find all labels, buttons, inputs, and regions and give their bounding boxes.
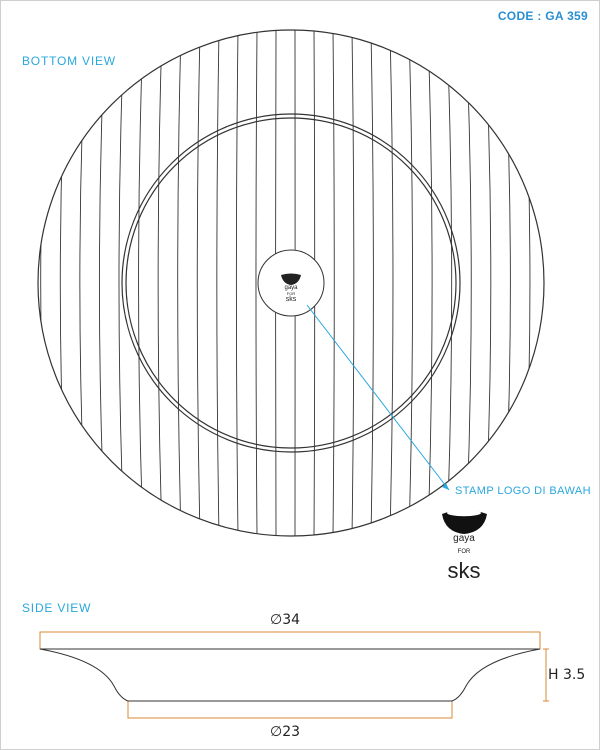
stripe-line	[446, 30, 453, 536]
bottom-diameter-box	[127, 700, 453, 719]
bottom-view-title: BOTTOM VIEW	[22, 54, 116, 68]
height-label: H 3.5	[548, 667, 586, 683]
stamp-logo-gaya: gaya	[453, 533, 475, 544]
center-logo-gaya: gaya	[284, 285, 298, 291]
stripe-line	[370, 30, 374, 536]
stripe-line	[216, 30, 220, 536]
stripe-line	[98, 30, 106, 536]
stripe-line	[59, 30, 68, 536]
center-logo-for: FOR	[286, 291, 296, 296]
stripe-line	[138, 30, 144, 536]
outer-rim-circle	[37, 29, 545, 537]
stripe-line	[196, 30, 201, 536]
side-view-title: SIDE VIEW	[22, 601, 92, 615]
stripe-line	[235, 30, 239, 536]
center-logo-text: gaya FOR sks	[271, 285, 311, 303]
foot-ring-inner	[125, 117, 457, 449]
stripe-line	[157, 30, 163, 536]
bottom-diameter-label: ∅23	[270, 724, 301, 740]
center-logo-sks: sks	[285, 296, 297, 303]
stamp-logo-sks: sks	[447, 558, 481, 583]
top-diameter-value: 34	[282, 612, 301, 628]
stripe-line	[118, 30, 125, 536]
top-diameter-box	[39, 631, 541, 650]
stripe-line	[522, 30, 531, 536]
stripe-line	[79, 30, 87, 536]
stripe-line	[351, 30, 355, 536]
stamp-logo-for: FOR	[457, 549, 471, 555]
product-code: CODE : GA 359	[497, 9, 588, 23]
stripe-line	[332, 30, 335, 536]
stripe-line	[503, 30, 511, 536]
stamp-label: STAMP LOGO DI BAWAH	[455, 485, 591, 497]
side-view-profile	[39, 631, 549, 719]
stamp-bowl-icon	[442, 509, 487, 534]
stripe-line	[408, 30, 413, 536]
stripe-line	[389, 30, 394, 536]
leader-arrowhead	[442, 483, 449, 490]
foot-ring-outer	[121, 113, 461, 453]
stripe-line	[255, 30, 258, 536]
top-diameter-label: ∅34	[270, 612, 301, 628]
center-bowl-icon	[281, 273, 301, 285]
stripe-line	[177, 30, 182, 536]
bottom-diameter-value: 23	[282, 724, 301, 740]
stripe-line	[40, 30, 49, 536]
leader-line	[306, 304, 450, 491]
stripe-line	[484, 30, 492, 536]
stripe-line	[465, 30, 472, 536]
stripe-line	[427, 30, 433, 536]
